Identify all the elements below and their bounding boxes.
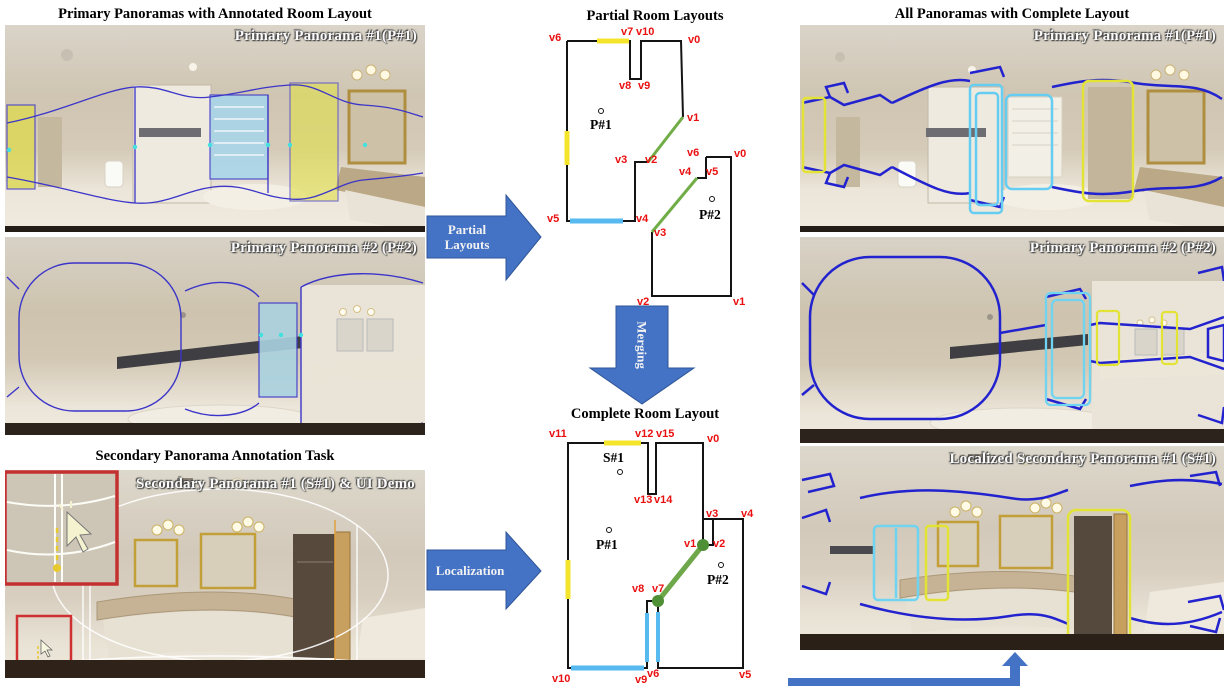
vertex-label-v6: v6: [687, 147, 700, 159]
glass-door-outline-blue: [1044, 291, 1092, 407]
door-outline-yellow: [1095, 309, 1179, 367]
vertex-label-v13: v13: [634, 494, 653, 506]
position-marker-label: P#1: [596, 537, 618, 552]
vertex-label-v8: v8: [632, 583, 645, 595]
vertex-label-v12: v12: [635, 428, 654, 440]
complete-layout-lines-blue: [801, 65, 1223, 209]
annotation-handle-dots: [258, 332, 304, 338]
partial-layouts-title: Partial Room Layouts: [586, 8, 724, 24]
vertex-label-v3: v3: [706, 508, 719, 520]
window-outline-blue: [968, 83, 1054, 215]
vertex-label-v4: v4: [741, 508, 754, 520]
right-pano-primary-1: Primary Panorama #1(P#1): [800, 25, 1224, 232]
vertex-label-v1: v1: [733, 296, 746, 308]
vertex-label-v1: v1: [684, 538, 697, 550]
vertex-label-v15: v15: [656, 428, 675, 440]
pano3-ui-demo-image: [5, 470, 425, 678]
vertex-label-v14: v14: [654, 494, 673, 506]
vertex-label-v10: v10: [552, 673, 571, 685]
vertex-label-v4: v4: [679, 166, 692, 178]
pano1-annotated-image: [5, 49, 425, 232]
vertex-label-v0: v0: [734, 148, 747, 160]
vertex-label-v9: v9: [638, 80, 651, 92]
complete-layout-lines-blue: [801, 470, 1224, 634]
pano-title: Primary Panorama #1(P#1): [1033, 28, 1216, 44]
layout-annotation-lines: [6, 84, 424, 204]
position-marker-dot: [606, 527, 612, 533]
vertex-label-v5: v5: [706, 166, 719, 178]
vertex-label-v7: v7: [621, 26, 634, 38]
left-pano-primary-1: Primary Panorama #1(P#1): [5, 25, 425, 232]
vertex-label-v8: v8: [619, 80, 632, 92]
right-pano-localized-secondary: Localized Secondary Panorama #1 (S#1): [800, 446, 1224, 650]
position-marker-dot: [598, 108, 604, 114]
pano-title: Primary Panorama #2 (P#2): [1029, 240, 1216, 256]
pano3-localized-image: [800, 454, 1224, 650]
vertex-label-v3: v3: [654, 227, 667, 239]
window-overlay-blue: [209, 94, 269, 180]
vertex-label-v5: v5: [547, 213, 560, 225]
vertex-label-v6: v6: [549, 32, 562, 44]
pano-title: Secondary Panorama #1 (S#1) & UI Demo: [135, 476, 415, 492]
zoom-inset-box: [5, 470, 119, 586]
position-marker-dot: [617, 469, 623, 475]
secondary-task-header: Secondary Panorama Annotation Task: [95, 448, 335, 464]
position-marker-label: P#1: [590, 117, 612, 132]
complete-layout-title: Complete Room Layout: [570, 406, 720, 422]
pano-title: Primary Panorama #1(P#1): [234, 28, 417, 44]
pano2-annotated-image: [5, 262, 425, 435]
vertex-label-v2: v2: [713, 538, 726, 550]
position-marker-dot: [709, 196, 715, 202]
window-outline-blue: [872, 524, 920, 602]
position-marker-dot: [718, 562, 724, 568]
partial-layouts-arrow-label: Partial Layouts: [444, 222, 490, 252]
right-column-header: All Panoramas with Complete Layout: [894, 6, 1130, 22]
door-overlay-yellow: [6, 82, 339, 202]
pano2-complete-layout-image: [800, 255, 1224, 443]
pano-title: Localized Secondary Panorama #1 (S#1): [949, 451, 1216, 467]
vertex-label-v11: v11: [549, 428, 567, 440]
left-pano-secondary-ui: Secondary Panorama #1 (S#1) & UI Demo: [5, 470, 425, 678]
vertex-label-v3: v3: [615, 154, 628, 166]
left-pano-primary-2: Primary Panorama #2 (P#2): [5, 237, 425, 435]
vertex-label-v10: v10: [636, 26, 655, 38]
localization-arrow-label: Localization: [435, 563, 505, 578]
cursor-icon: [58, 501, 93, 553]
complete-layout-lines-blue: [801, 255, 1224, 425]
annotation-handle-dots: [6, 142, 368, 153]
vertex-label-v0: v0: [707, 433, 720, 445]
position-marker-label: P#2: [699, 207, 721, 222]
vertex-label-v7: v7: [652, 583, 665, 595]
vertex-label-v0: v0: [688, 34, 701, 46]
pano1-complete-layout-image: [800, 52, 1224, 232]
vertex-label-v4: v4: [636, 213, 649, 225]
vertex-label-v1: v1: [687, 112, 700, 124]
vertex-label-v6: v6: [647, 668, 660, 680]
right-pano-primary-2: Primary Panorama #2 (P#2): [800, 237, 1224, 443]
vertex-label-v9: v9: [635, 674, 648, 686]
left-column-header: Primary Panoramas with Annotated Room La…: [58, 6, 372, 22]
vertex-label-v5: v5: [739, 669, 752, 681]
position-marker-label: P#2: [707, 572, 729, 587]
position-marker-label: S#1: [603, 450, 625, 465]
door-outline-yellow: [801, 79, 1135, 203]
vertex-label-v2: v2: [645, 154, 658, 166]
pano-title: Primary Panorama #2 (P#2): [230, 240, 417, 256]
vertex-label-v2: v2: [637, 296, 650, 308]
glass-door-overlay-blue: [258, 302, 298, 398]
